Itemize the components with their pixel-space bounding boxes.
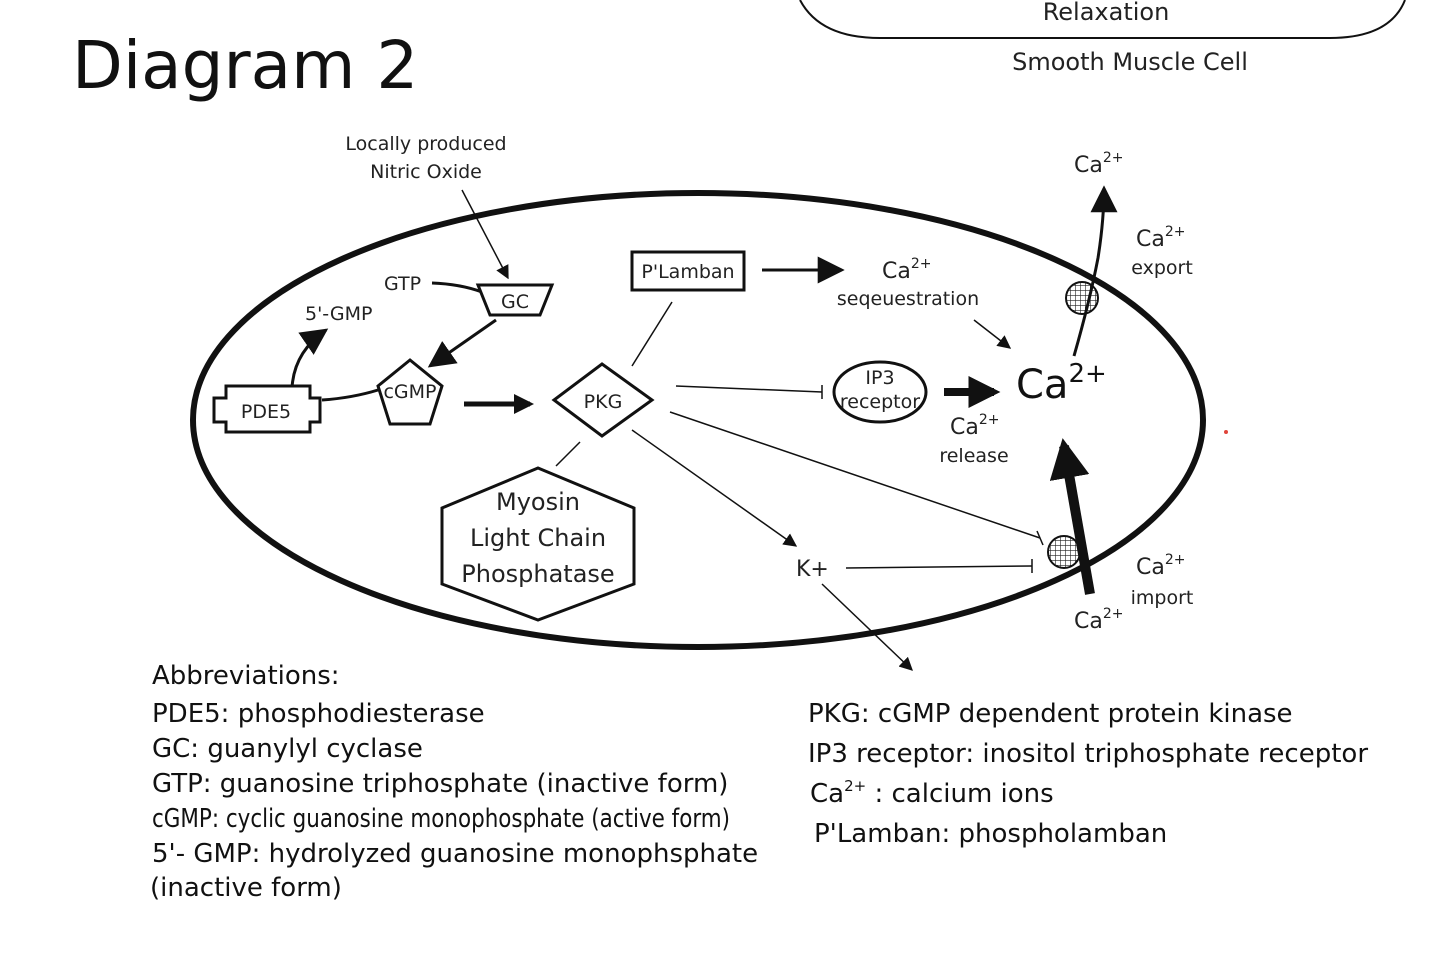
nitric-oxide-label-1: Locally produced xyxy=(345,133,506,155)
ip3-label-1: IP3 xyxy=(865,367,894,389)
k-label: K+ xyxy=(796,557,829,582)
pde5-label: PDE5 xyxy=(241,401,291,423)
pde5-to-cgmp-line xyxy=(321,388,379,402)
gtp-to-gc-line xyxy=(431,281,483,294)
pde5-node xyxy=(212,384,322,434)
pkg-inhibit-ip3-line xyxy=(675,385,823,393)
ca-release-label: Ca2+ xyxy=(950,412,999,440)
pkg-import-inhibit-bar xyxy=(1036,530,1044,546)
ca-export-arrow xyxy=(1072,185,1118,357)
mlcp-node xyxy=(440,466,636,622)
pde5-to-gmp-arrow xyxy=(290,328,329,389)
gtp-label: GTP xyxy=(384,273,421,295)
import-label: import xyxy=(1131,587,1194,609)
ca-to-seq-arrow xyxy=(973,319,1012,349)
relaxation-label: Relaxation xyxy=(1043,0,1170,26)
gc-to-cgmp-arrow xyxy=(427,318,497,368)
abbr-right-4: P'Lamban: phospholamban xyxy=(814,819,1167,849)
gc-label: GC xyxy=(501,291,529,313)
cgmp-node xyxy=(376,358,444,426)
sequestration-label: seqeuestration xyxy=(837,288,979,310)
ca-outside-top-label: Ca2+ xyxy=(1074,150,1123,178)
ca-seq-label: Ca2+ xyxy=(882,256,931,284)
abbr-left-4: cGMP: cyclic guanosine monophosphate (ac… xyxy=(152,804,730,834)
no-to-gc-arrow xyxy=(461,189,509,280)
plamban-node xyxy=(630,250,746,292)
mlcp-label-3: Phosphatase xyxy=(461,560,614,588)
export-label: export xyxy=(1131,257,1193,279)
pkg-to-plamban-line xyxy=(631,301,673,367)
mlcp-label-1: Myosin xyxy=(496,488,580,516)
abbr-right-2: IP3 receptor: inositol triphosphate rece… xyxy=(808,739,1368,769)
nitric-oxide-label-2: Nitric Oxide xyxy=(370,161,482,183)
ip3-label-2: receptor xyxy=(840,391,920,413)
pkg-to-k-arrow xyxy=(631,429,798,547)
pkg-node xyxy=(551,362,655,438)
ca-central-label: Ca2+ xyxy=(1016,359,1107,408)
cell-membrane xyxy=(190,190,1206,650)
gc-node xyxy=(475,283,555,317)
ca-import-arrow xyxy=(1049,438,1095,595)
abbr-left-5: 5'- GMP: hydrolyzed guanosine monophspha… xyxy=(152,839,758,869)
release-label: release xyxy=(939,445,1008,467)
abbr-left-6: (inactive form) xyxy=(150,873,342,903)
ca-outside-bottom-label: Ca2+ xyxy=(1074,606,1123,634)
page-title: Diagram 2 xyxy=(72,27,418,104)
pkg-to-mlcp-line xyxy=(555,441,581,467)
ca-import-ca-label: Ca2+ xyxy=(1136,552,1185,580)
ca-export-ca-label: Ca2+ xyxy=(1136,224,1185,252)
k-efflux-arrow xyxy=(821,583,913,671)
abbr-right-1: PKG: cGMP dependent protein kinase xyxy=(808,699,1293,729)
mlcp-label-2: Light Chain xyxy=(470,524,606,552)
pkg-label: PKG xyxy=(584,391,623,413)
relaxation-box xyxy=(799,0,1406,39)
gmp5-label: 5'-GMP xyxy=(305,303,372,325)
stray-dot xyxy=(1224,430,1228,434)
abbr-right-3: Ca2+ : calcium ions xyxy=(810,777,1054,809)
abbr-left-2: GC: guanylyl cyclase xyxy=(152,734,423,764)
abbr-left-1: PDE5: phosphodiesterase xyxy=(152,699,485,729)
cell-label: Smooth Muscle Cell xyxy=(1012,48,1248,76)
import-channel-icon xyxy=(1047,535,1081,569)
cgmp-label: cGMP xyxy=(383,381,436,403)
pkg-inhibit-import-line xyxy=(669,411,1041,539)
abbreviations-heading: Abbreviations: xyxy=(152,661,340,691)
ip3-receptor-node xyxy=(832,360,928,424)
abbr-left-3: GTP: guanosine triphosphate (inactive fo… xyxy=(152,769,728,799)
plamban-label: P'Lamban xyxy=(641,261,734,283)
k-inhibit-import-line xyxy=(845,565,1033,569)
